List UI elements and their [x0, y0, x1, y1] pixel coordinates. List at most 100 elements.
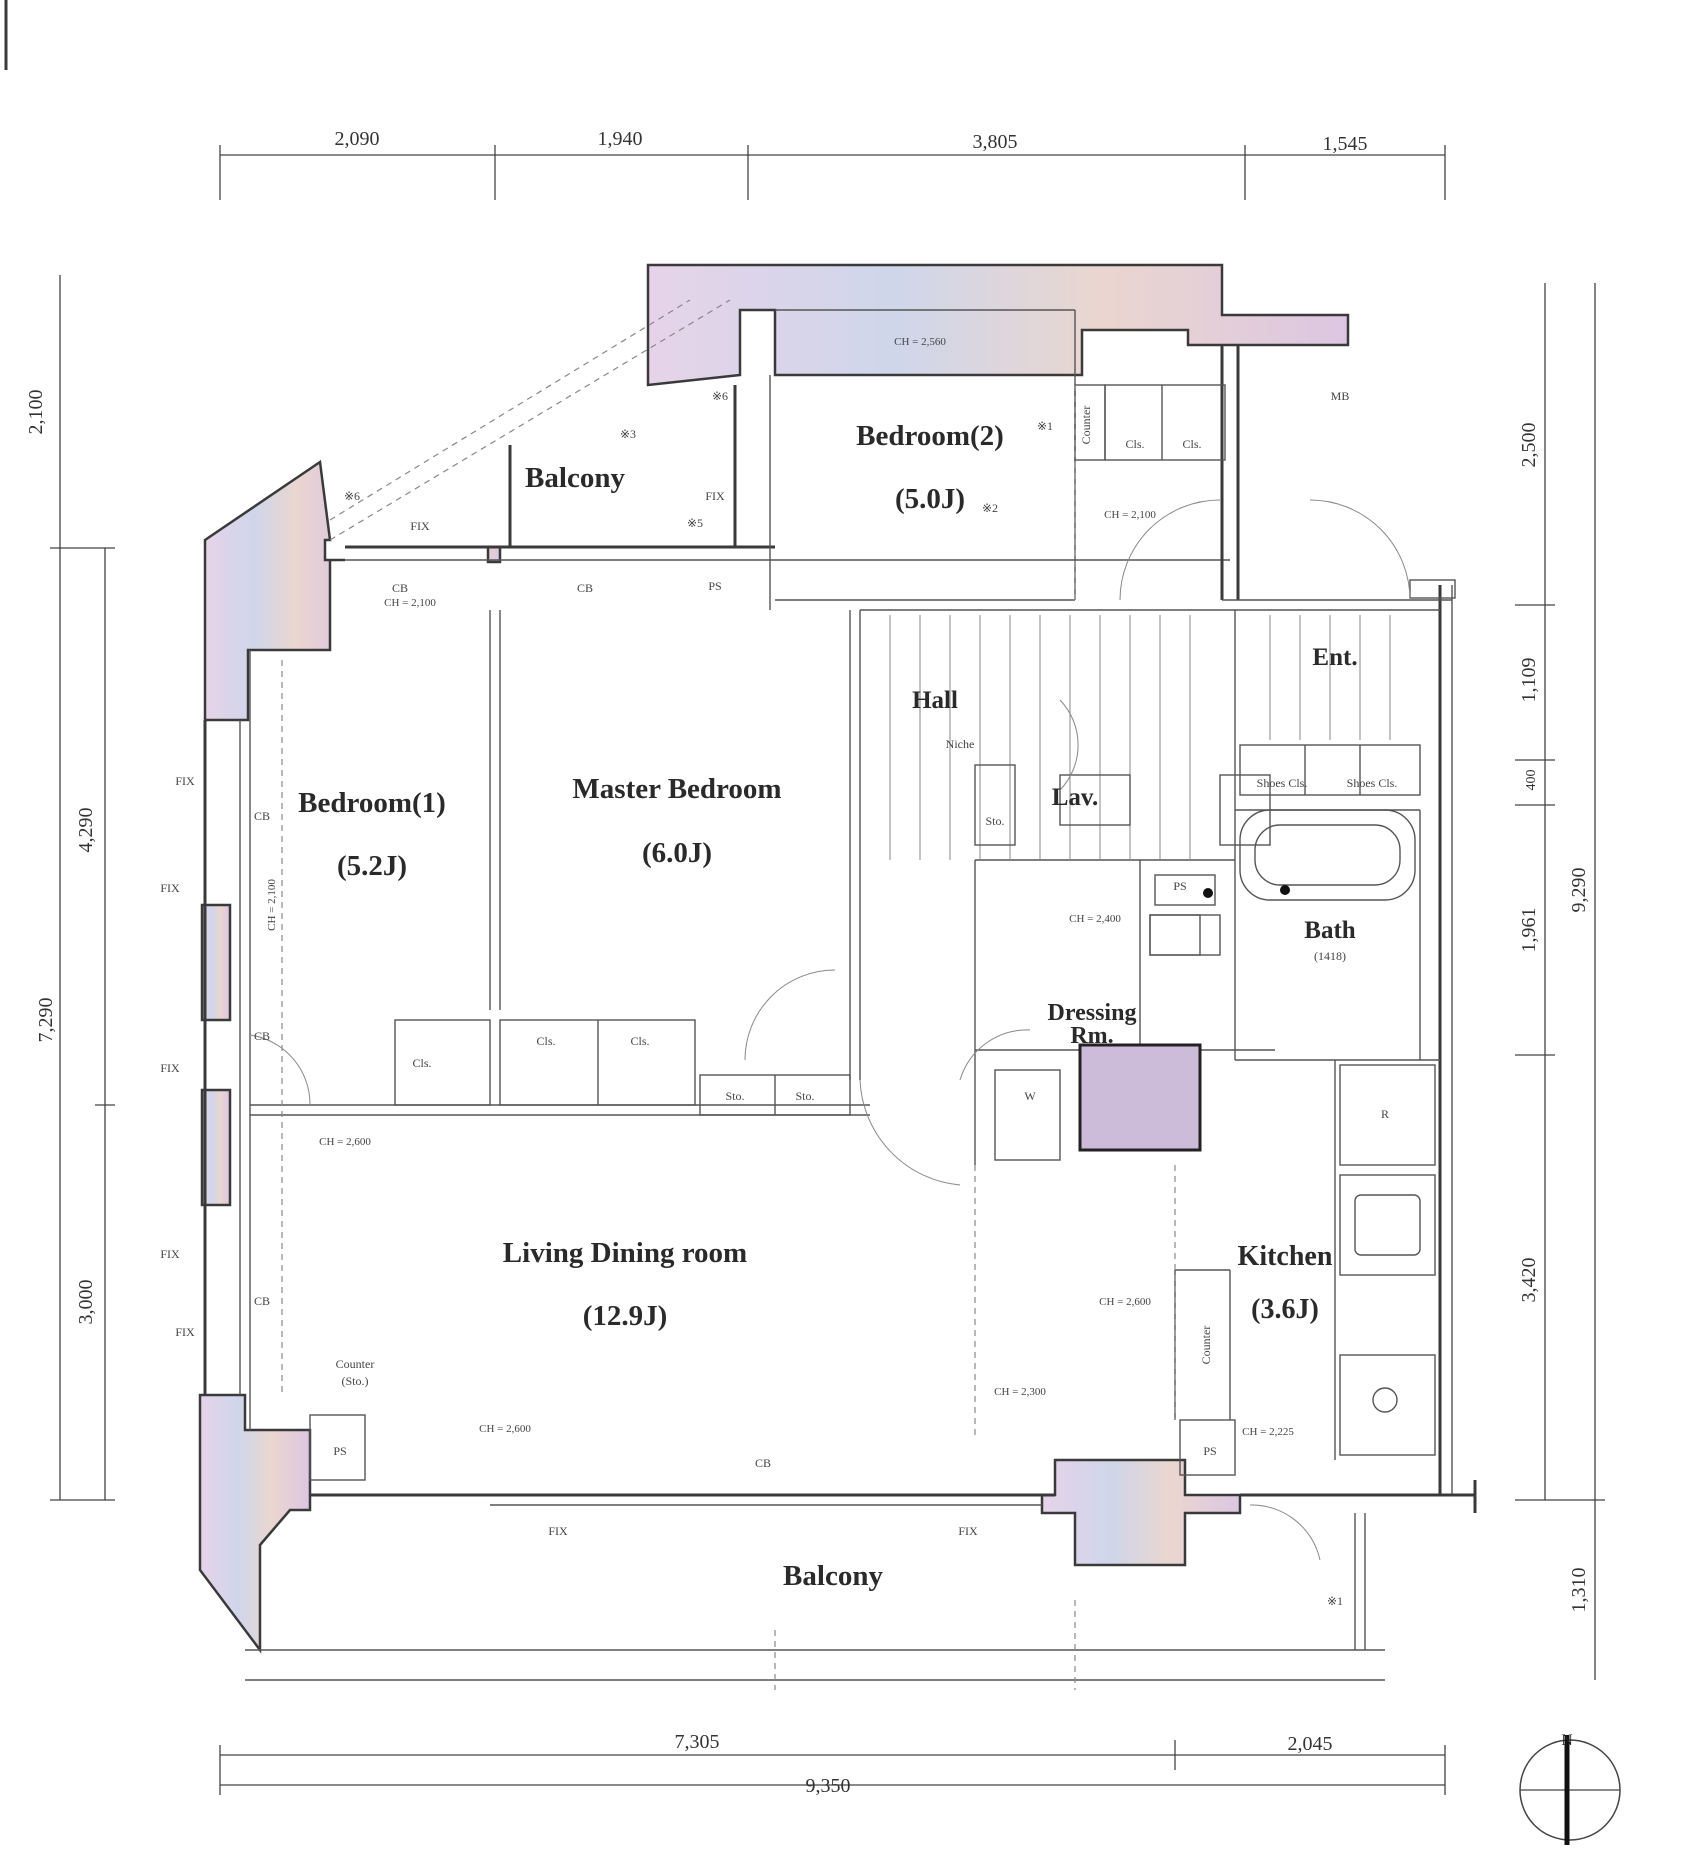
label-fix-7: FIX	[958, 1524, 978, 1538]
dim-left-1: 2,100	[25, 390, 47, 435]
label-shoes-2: Shoes Cls.	[1347, 776, 1398, 790]
label-counter-sto-1: Counter	[336, 1357, 375, 1371]
label-sto-2: Sto.	[795, 1089, 814, 1103]
dimension-lines	[50, 145, 1605, 1795]
label-fix-9: FIX	[705, 489, 725, 503]
label-ch-2300: CH = 2,300	[994, 1386, 1046, 1398]
wall-left-pillar1	[200, 903, 232, 1022]
dim-right-4: 1,961	[1518, 908, 1540, 953]
label-cls-1: Cls.	[1125, 437, 1144, 451]
label-ps-4: PS	[708, 579, 721, 593]
dim-top-2: 1,940	[598, 128, 643, 150]
wall-left-upper	[203, 459, 345, 722]
label-mb: MB	[1331, 389, 1350, 403]
room-bedroom2-size: (5.0J)	[895, 483, 965, 515]
label-ch-2560: CH = 2,560	[894, 336, 946, 348]
label-mark1-b: ※1	[1327, 1594, 1343, 1608]
dim-top-4: 1,545	[1323, 133, 1368, 155]
room-master-size: (6.0J)	[642, 837, 712, 869]
dim-left-2: 4,290	[75, 808, 97, 853]
structural-walls	[198, 263, 1350, 1654]
room-kitchen-name: Kitchen	[1238, 1241, 1333, 1272]
room-kitchen-size: (3.6J)	[1251, 1294, 1319, 1325]
label-counter-bedroom2: Counter	[1079, 406, 1093, 445]
room-lav: Lav.	[1052, 784, 1099, 811]
label-fix-2: FIX	[160, 881, 180, 895]
label-cb-3: CB	[755, 1456, 771, 1470]
dim-right-7: 1,310	[1568, 1568, 1590, 1613]
label-fix-6: FIX	[548, 1524, 568, 1538]
label-ch-2600-b: CH = 2,600	[479, 1423, 531, 1435]
dim-right-2: 1,109	[1518, 658, 1540, 703]
label-fix-1: FIX	[175, 774, 195, 788]
dim-top-1: 2,090	[335, 128, 380, 150]
label-cb-5: CB	[254, 1029, 270, 1043]
label-ch-2600-c: CH = 2,600	[1099, 1296, 1151, 1308]
label-fix-4: FIX	[160, 1247, 180, 1261]
label-niche: Niche	[946, 737, 975, 751]
room-bath-name: Bath	[1304, 917, 1356, 944]
room-entrance: Ent.	[1312, 644, 1357, 671]
label-ch-2400: CH = 2,400	[1069, 913, 1121, 925]
svg-text:N: N	[1561, 1732, 1573, 1749]
label-ps-3: PS	[1173, 879, 1186, 893]
label-w: W	[1024, 1089, 1036, 1103]
label-cls-2: Cls.	[1182, 437, 1201, 451]
label-mark6-b: ※6	[344, 489, 360, 503]
label-fix-5: FIX	[175, 1325, 195, 1339]
label-cb-4: CB	[254, 809, 270, 823]
room-balcony-top: Balcony	[525, 462, 625, 494]
label-ch-2100-b: CH = 2,100	[384, 597, 436, 609]
room-dressing-suffix: Rm.	[1070, 1023, 1113, 1049]
closets	[309, 384, 1456, 1481]
dim-left-3: 7,290	[35, 998, 57, 1043]
label-counter-kitchen: Counter	[1199, 1326, 1213, 1365]
dim-bottom-total: 9,350	[806, 1775, 851, 1797]
room-bedroom1-name: Bedroom(1)	[298, 787, 446, 819]
compass-icon: N	[1519, 1732, 1621, 1845]
dim-right-6: 3,420	[1518, 1258, 1540, 1303]
room-bedroom1-size: (5.2J)	[337, 850, 407, 882]
label-mark6-a: ※6	[712, 389, 728, 403]
dim-left-4: 3,000	[75, 1280, 97, 1325]
room-living-size: (12.9J)	[583, 1300, 668, 1332]
label-ch-2160-vertical: CH = 2,100	[266, 879, 278, 931]
label-cls-3: Cls.	[412, 1056, 431, 1070]
dim-right-3: 400	[1524, 770, 1539, 791]
label-cls-4: Cls.	[536, 1034, 555, 1048]
room-balcony-bottom: Balcony	[783, 1560, 883, 1592]
label-fix-8: FIX	[410, 519, 430, 533]
label-cb-1: CB	[392, 581, 408, 595]
label-mark2: ※2	[982, 501, 998, 515]
ps-dot-2	[1280, 885, 1290, 895]
label-ps-1: PS	[333, 1444, 346, 1458]
label-cls-5: Cls.	[630, 1034, 649, 1048]
wall-left-lower	[198, 1393, 312, 1654]
ceiling-lines	[281, 299, 1176, 1690]
room-master-name: Master Bedroom	[572, 773, 781, 805]
label-mark3: ※3	[620, 427, 636, 441]
label-mark5: ※5	[687, 516, 703, 530]
label-counter-sto-2: (Sto.)	[342, 1374, 369, 1388]
label-ch-2100-a: CH = 2,100	[1104, 509, 1156, 521]
label-sto-1: Sto.	[725, 1089, 744, 1103]
door-swings	[249, 499, 1411, 1561]
wall-left-pillar2	[200, 1088, 232, 1207]
dim-bottom-1: 7,305	[675, 1731, 720, 1753]
label-ch-2225: CH = 2,225	[1242, 1426, 1294, 1438]
label-sto-3: Sto.	[985, 814, 1004, 828]
wall-top	[646, 263, 1350, 387]
label-cb-6: CB	[254, 1294, 270, 1308]
label-r: R	[1381, 1107, 1389, 1121]
wall-bottom-pillar	[1040, 1458, 1242, 1567]
dim-right-1: 2,500	[1518, 423, 1540, 468]
ps-dot-1	[1203, 888, 1213, 898]
label-cb-2: CB	[577, 581, 593, 595]
room-bedroom2-name: Bedroom(2)	[856, 420, 1004, 452]
room-dressing-name: Dressing	[1048, 1000, 1137, 1026]
label-mark1-a: ※1	[1037, 419, 1053, 433]
label-shoes-1: Shoes Cls.	[1257, 776, 1308, 790]
dim-right-5: 9,290	[1568, 868, 1590, 913]
room-living-name: Living Dining room	[503, 1237, 747, 1269]
